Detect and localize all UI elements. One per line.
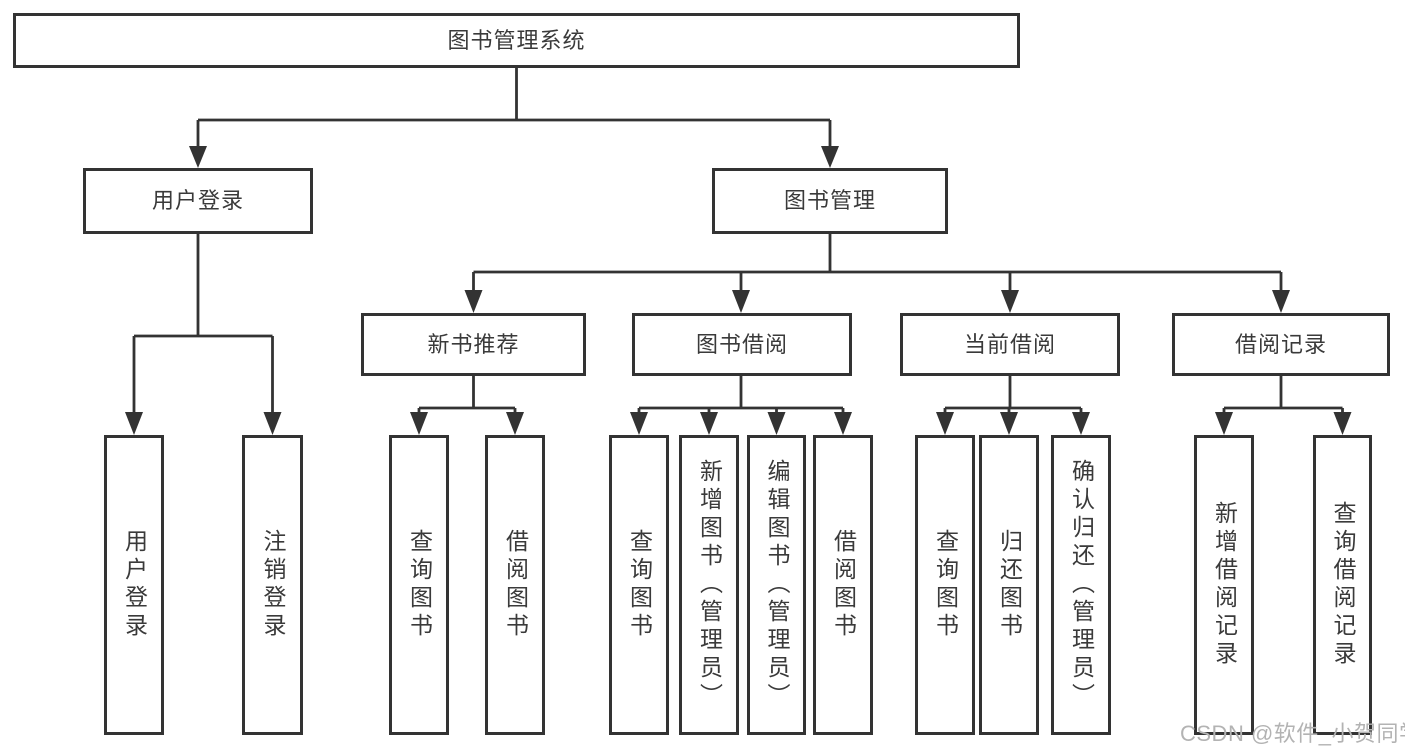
node-label: 新书推荐	[427, 331, 520, 357]
leaf-add-books-admin: 新增图书（管理员）	[679, 435, 739, 735]
node-label: 借阅记录	[1234, 331, 1327, 357]
leaf-edit-books-admin: 编辑图书（管理员）	[747, 435, 806, 735]
node-borrowing-records: 借阅记录	[1172, 313, 1390, 376]
node-label: 确认归还（管理员）	[1068, 459, 1095, 711]
node-library-system: 图书管理系统	[13, 13, 1020, 68]
leaf-user-login: 用户登录	[104, 435, 164, 735]
node-label: 查询图书	[626, 529, 653, 641]
node-label: 注销登录	[260, 529, 286, 641]
leaf-borrow-books: 借阅图书	[813, 435, 873, 735]
node-label: 查询图书	[406, 529, 433, 641]
node-label: 借阅图书	[502, 529, 529, 641]
csdn-watermark: CSDN @软件_小贺同学	[1180, 721, 1405, 746]
node-book-borrowing: 图书借阅	[632, 313, 852, 376]
node-label: 图书管理系统	[447, 27, 586, 53]
node-label: 归还图书	[996, 529, 1023, 641]
node-label: 新增借阅记录	[1211, 501, 1238, 669]
leaf-return-books: 归还图书	[979, 435, 1039, 735]
node-label: 新增图书（管理员）	[696, 459, 723, 711]
node-label: 借阅图书	[830, 529, 857, 641]
node-current-borrowing: 当前借阅	[900, 313, 1120, 376]
node-label: 查询借阅记录	[1330, 501, 1356, 669]
arrowheads	[125, 146, 1352, 435]
node-label: 查询图书	[932, 529, 959, 641]
leaf-query-books: 查询图书	[389, 435, 449, 735]
leaf-query-borrow-record: 查询借阅记录	[1313, 435, 1372, 735]
node-label: 图书管理	[783, 188, 876, 213]
node-label: 用户登录	[151, 188, 244, 213]
leaf-query-books: 查询图书	[609, 435, 669, 735]
node-label: 编辑图书（管理员）	[764, 459, 790, 711]
node-new-book-recommend: 新书推荐	[361, 313, 586, 376]
node-label: 用户登录	[121, 529, 148, 641]
node-book-management: 图书管理	[712, 168, 948, 234]
node-label: 当前借阅	[963, 331, 1056, 357]
leaf-confirm-return-admin: 确认归还（管理员）	[1051, 435, 1111, 735]
leaf-add-borrow-record: 新增借阅记录	[1194, 435, 1254, 735]
node-label: 图书借阅	[695, 331, 788, 357]
leaf-query-books: 查询图书	[915, 435, 975, 735]
leaf-borrow-books: 借阅图书	[485, 435, 545, 735]
leaf-logout: 注销登录	[242, 435, 303, 735]
node-user-login: 用户登录	[83, 168, 313, 234]
